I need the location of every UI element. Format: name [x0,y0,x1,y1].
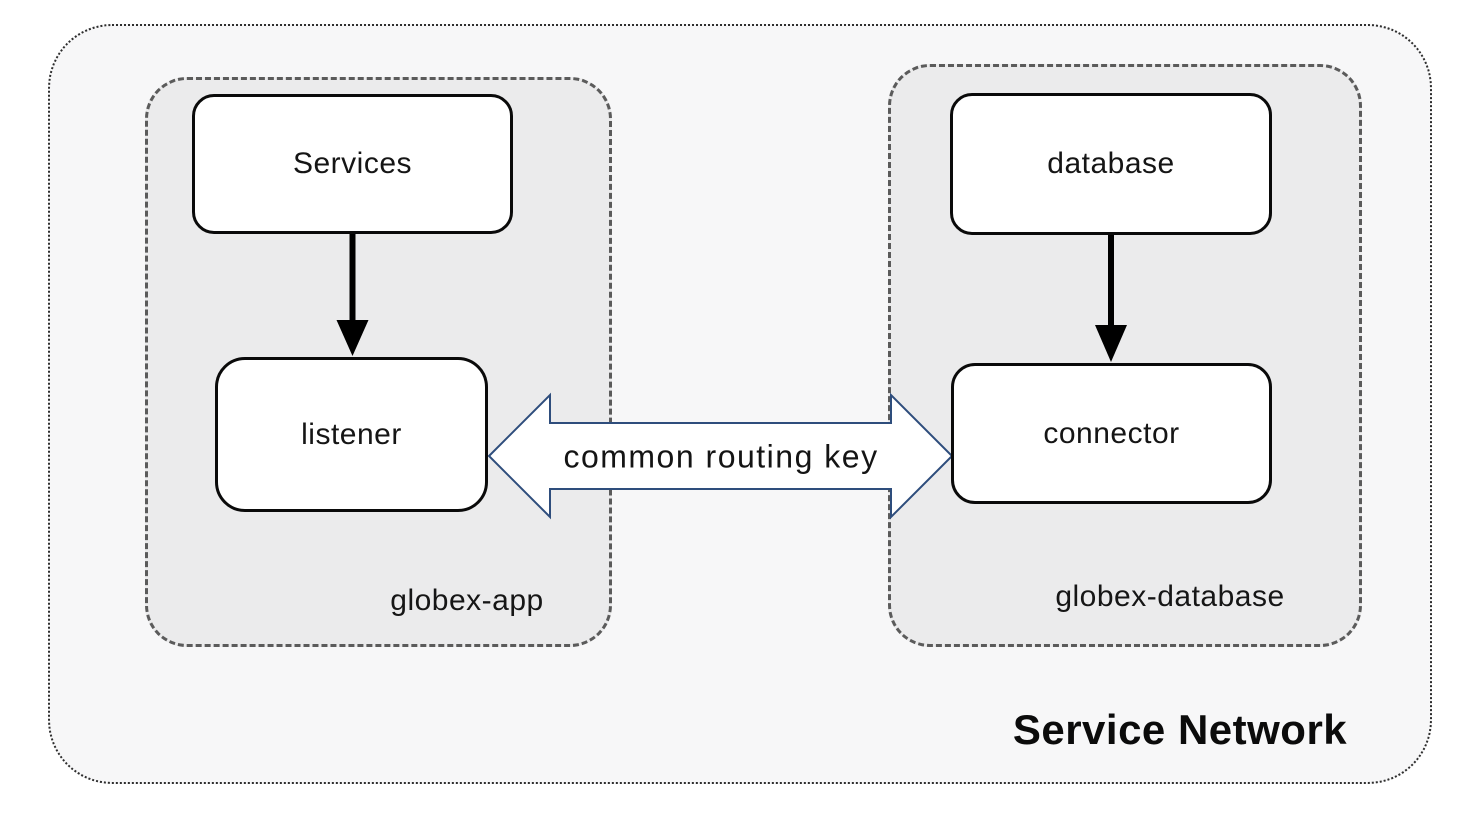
node-listener: listener [215,357,488,512]
node-connector-label: connector [1043,416,1180,450]
node-connector: connector [951,363,1272,504]
node-database: database [950,93,1272,235]
node-database-label: database [1047,147,1175,180]
node-listener-label: listener [301,417,402,451]
node-services-label: Services [292,147,413,180]
zone-label-globex-app: globex-app [390,584,544,617]
zone-label-globex-database: globex-database [1055,580,1285,613]
node-services: Services [192,94,513,234]
service-network-title: Service Network [1012,706,1348,753]
link-label-common-routing-key: common routing key [563,438,879,475]
